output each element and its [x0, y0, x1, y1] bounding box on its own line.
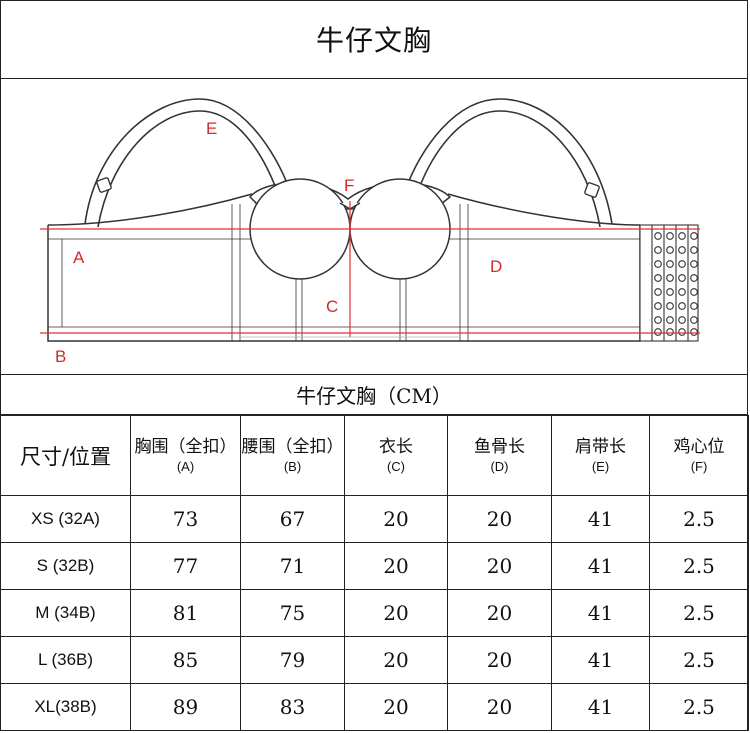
length-cell: 20 [344, 683, 448, 731]
label-b: B [55, 347, 66, 366]
boning-cell: 20 [447, 542, 552, 590]
header-length: 衣长 (C) [344, 415, 448, 496]
page-title: 牛仔文胸 [0, 0, 748, 79]
header-label: 胸围（全扣） [134, 436, 237, 457]
header-gore-height: 鸡心位 (F) [649, 415, 749, 496]
size-cell: L (36B) [0, 636, 131, 684]
table-row: L (36B) 85 79 20 20 41 2.5 [0, 636, 749, 684]
strap-cell: 41 [551, 495, 650, 543]
label-f: F [344, 176, 354, 195]
header-label: 鱼骨长 [474, 436, 525, 457]
length-cell: 20 [344, 589, 448, 637]
header-strap-length: 肩带长 (E) [551, 415, 650, 496]
measurement-lines [40, 201, 700, 338]
gore-cell: 2.5 [649, 683, 749, 731]
waist-cell: 79 [240, 636, 345, 684]
gore-cell: 2.5 [649, 636, 749, 684]
bust-cell: 73 [130, 495, 241, 543]
bust-cell: 77 [130, 542, 241, 590]
header-boning-length: 鱼骨长 (D) [447, 415, 552, 496]
header-code: (B) [283, 458, 302, 474]
header-label: 肩带长 [575, 436, 626, 457]
strap-cell: 41 [551, 683, 650, 731]
header-label: 鸡心位 [673, 436, 725, 457]
header-bust: 胸围（全扣） (A) [130, 415, 241, 496]
bra-illustration: A B C D E F [40, 98, 700, 366]
gore-cell: 2.5 [649, 495, 749, 543]
header-code: (D) [490, 458, 509, 474]
gore-cell: 2.5 [649, 542, 749, 590]
header-size-position: 尺寸/位置 [0, 415, 131, 496]
strap-cell: 41 [551, 589, 650, 637]
size-table: 尺寸/位置 胸围（全扣） (A) 腰围（全扣） (B) 衣长 (C) 鱼骨长 (… [0, 415, 749, 731]
boning-cell: 20 [447, 495, 552, 543]
length-cell: 20 [344, 636, 448, 684]
gore-cell: 2.5 [649, 589, 749, 637]
bust-cell: 85 [130, 636, 241, 684]
length-cell: 20 [344, 542, 448, 590]
size-cell: M (34B) [0, 589, 131, 637]
label-e: E [206, 119, 217, 138]
waist-cell: 83 [240, 683, 345, 731]
boning-cell: 20 [447, 683, 552, 731]
hook-eye-closure [639, 224, 699, 342]
strap-cell: 41 [551, 542, 650, 590]
shoulder-straps [84, 98, 613, 228]
boning-cell: 20 [447, 636, 552, 684]
bust-cell: 81 [130, 589, 241, 637]
size-cell: XS (32A) [0, 495, 131, 543]
waist-cell: 75 [240, 589, 345, 637]
header-code: (A) [176, 458, 195, 474]
label-a: A [73, 248, 85, 267]
size-cell: S (32B) [0, 542, 131, 590]
table-row: M (34B) 81 75 20 20 41 2.5 [0, 589, 749, 637]
strap-adjusters [96, 177, 600, 198]
waist-cell: 67 [240, 495, 345, 543]
strap-cell: 41 [551, 636, 650, 684]
bra-measurement-diagram: A B C D E F [0, 79, 748, 375]
header-label: 腰围（全扣） [241, 436, 344, 457]
header-label: 尺寸/位置 [19, 444, 112, 469]
table-row: S (32B) 77 71 20 20 41 2.5 [0, 542, 749, 590]
header-label: 衣长 [379, 436, 413, 457]
label-c: C [326, 297, 338, 316]
table-row: XL(38B) 89 83 20 20 41 2.5 [0, 683, 749, 731]
label-d: D [490, 257, 502, 276]
table-row: XS (32A) 73 67 20 20 41 2.5 [0, 495, 749, 543]
table-header-row: 尺寸/位置 胸围（全扣） (A) 腰围（全扣） (B) 衣长 (C) 鱼骨长 (… [0, 415, 749, 496]
length-cell: 20 [344, 495, 448, 543]
boning-cell: 20 [447, 589, 552, 637]
bust-cell: 89 [130, 683, 241, 731]
header-code: (F) [690, 458, 708, 474]
table-title: 牛仔文胸（CM） [0, 375, 748, 415]
waist-cell: 71 [240, 542, 345, 590]
size-cell: XL(38B) [0, 683, 131, 731]
header-code: (C) [386, 458, 406, 474]
header-waist: 腰围（全扣） (B) [240, 415, 345, 496]
header-code: (E) [591, 458, 610, 474]
